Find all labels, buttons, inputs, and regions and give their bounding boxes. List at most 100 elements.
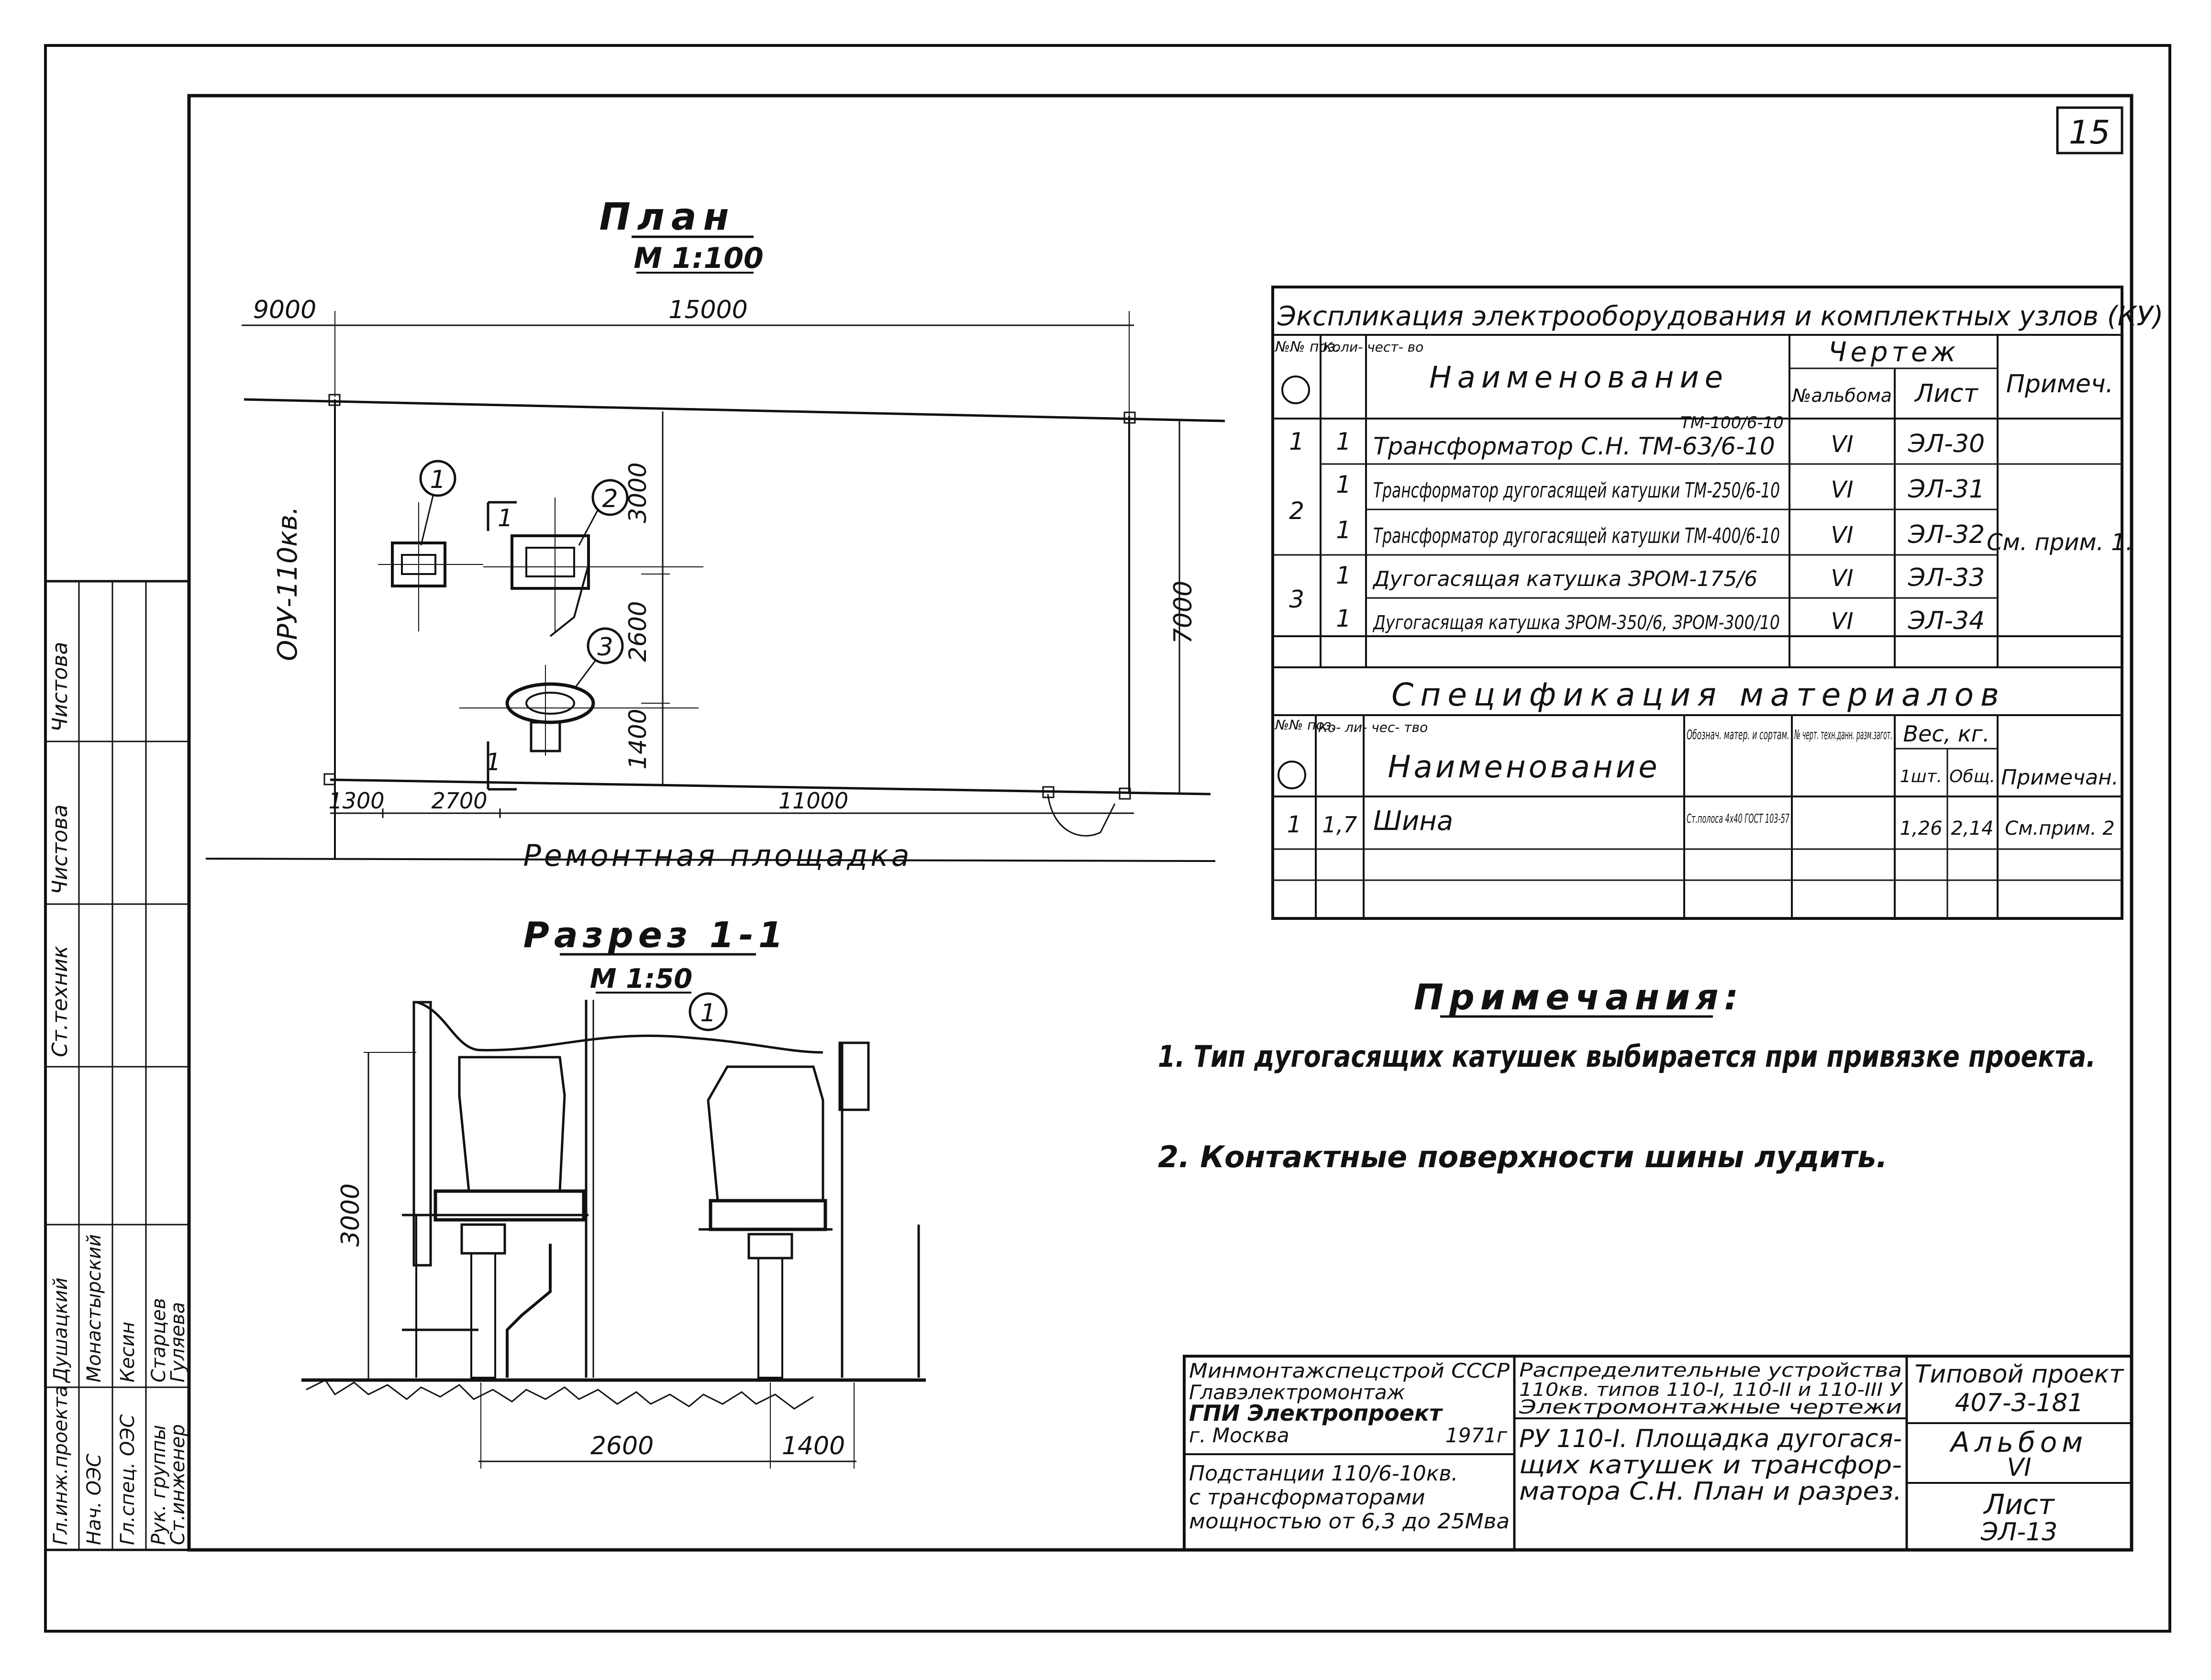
plan-view: План М 1:100 9000 15000 7000 3000 2600 1…	[205, 196, 1225, 873]
callout-3: 3	[597, 633, 613, 662]
section-callout: 1	[700, 999, 716, 1028]
expl-r4-name: Дугогасящая катушка ЗРОМ-350/6, ЗРОМ-300…	[1372, 612, 1780, 634]
stamp-album-label: Альбом	[1949, 1426, 2088, 1459]
stamp-subject-0: Подстанции 110/6-10кв.	[1189, 1461, 1458, 1486]
spec-h-total: Общ.	[1949, 767, 1995, 786]
expl-r2-sheet: ЭЛ-32	[1908, 520, 1985, 549]
side-col-0: Ст.техник	[48, 946, 72, 1057]
expl-r0-pos: 1	[1289, 428, 1304, 455]
section-mark-top: 1	[498, 504, 513, 532]
side-role-3: Рук. группы	[148, 1425, 170, 1545]
stamp-org-1: Главэлектромонтаж	[1189, 1381, 1405, 1404]
expl-r0-name: Трансформатор С.Н. ТМ-63/6-10	[1373, 432, 1775, 460]
spec-h-note: Примечан.	[2001, 765, 2119, 790]
expl-h-pos: №№ поз.	[1274, 339, 1340, 355]
spec-r0-note: См.прим. 2	[2005, 818, 2114, 840]
section-dim-3000: 3000	[336, 1183, 365, 1247]
side-name-2: Кесин	[117, 1322, 139, 1382]
expl-r4-sheet: ЭЛ-34	[1908, 607, 1985, 635]
spec-h-qty: Ко- ли- чес- тво	[1318, 719, 1428, 735]
expl-h-album: №альбома	[1791, 385, 1892, 406]
expl-r3-sheet: ЭЛ-33	[1908, 564, 1985, 592]
expl-h-drawing: Чертеж	[1828, 337, 1959, 368]
oru-label: ОРУ-110кв.	[272, 506, 303, 661]
stamp-sheet-title-1: щих катушек и трансфор-	[1519, 1451, 1902, 1480]
side-stamp: Гл.инж.проекта Нач. ОЭС Гл.спец. ОЭС Рук…	[44, 580, 190, 1551]
expl-r3-qty: 1	[1336, 562, 1351, 589]
expl-h-sheet: Лист	[1914, 379, 1978, 408]
stamp-work-1: 110кв. типов 110-I, 110-II и 110-III У	[1519, 1379, 1903, 1400]
stamp-work-2: Электромонтажные чертежи	[1519, 1396, 1902, 1418]
spec-r0-pos: 1	[1287, 811, 1302, 838]
dim-2600: 2600	[624, 601, 652, 662]
stamp-sheet-label: Лист	[1983, 1488, 2055, 1521]
expl-r4-album: VI	[1831, 608, 1854, 635]
dim-9000: 9000	[253, 296, 316, 324]
spec-r0-total: 2,14	[1951, 818, 1993, 840]
stamp-sheet-no: ЭЛ-13	[1980, 1518, 2057, 1547]
expl-r1-name: Трансформатор дугогасящей катушки ТМ-250…	[1373, 478, 1780, 503]
note-1: 1. Тип дугогасящих катушек выбирается пр…	[1158, 1039, 2096, 1074]
callout-1: 1	[430, 465, 445, 494]
section-title: Разрез 1-1	[523, 915, 788, 956]
expl-r3-name: Дугогасящая катушка ЗРОМ-175/6	[1372, 567, 1757, 591]
section-scale: М 1:50	[590, 963, 693, 995]
section-dim-2600: 2600	[590, 1432, 654, 1460]
plan-scale: М 1:100	[633, 242, 764, 275]
explication-table: Экспликация электрооборудования и компле…	[1271, 286, 2163, 920]
stamp-subject-1: с трансформаторами	[1189, 1485, 1425, 1510]
title-block: Минмонтажспецстрой СССР Главэлектромонта…	[1183, 1355, 2133, 1551]
side-name-0: Душацкий	[50, 1278, 72, 1383]
spec-title: Спецификация материалов	[1391, 676, 2006, 713]
expl-h-qty: Коли- чест- во	[1323, 339, 1423, 355]
expl-r2-name: Трансформатор дугогасящей катушки ТМ-400…	[1373, 524, 1780, 548]
dim-1400: 1400	[624, 708, 652, 769]
sheet-number-box	[2056, 106, 2123, 155]
section-dim-1400: 1400	[782, 1432, 845, 1460]
expl-r1-sheet: ЭЛ-31	[1908, 475, 1985, 504]
stamp-org-3: г. Москва	[1189, 1424, 1289, 1447]
stamp-year: 1971г	[1445, 1424, 1508, 1447]
expl-r0-qty: 1	[1336, 428, 1351, 455]
expl-r0-album: VI	[1831, 431, 1854, 458]
side-name-3: Старцев	[148, 1298, 170, 1382]
expl-r1-qty: 1	[1336, 471, 1351, 498]
stamp-work-0: Распределительные устройства	[1519, 1359, 1902, 1382]
stamp-org-2: ГПИ Электропроект	[1189, 1400, 1443, 1426]
spec-h-unit: 1шт.	[1900, 767, 1942, 786]
spec-h-pos: №№ поз.	[1274, 717, 1335, 733]
explication-title: Экспликация электрооборудования и компле…	[1277, 301, 2163, 332]
expl-r1-pos: 2	[1289, 497, 1304, 525]
dim-11000: 11000	[778, 788, 848, 814]
side-col-1: Чистова	[48, 805, 72, 895]
side-role-2: Гл.спец. ОЭС	[117, 1415, 139, 1545]
notes: Примечания: 1. Тип дугогасящих катушек в…	[1158, 977, 2096, 1174]
spec-h-designation: Обознач. матер. и сортам.	[1687, 727, 1789, 742]
dim-1300: 1300	[328, 788, 384, 814]
expl-r3-pos: 3	[1289, 586, 1304, 613]
stamp-subject-2: мощностью от 6,3 до 25Мва	[1189, 1509, 1510, 1534]
section-view: Разрез 1-1 М 1:50 1 300	[301, 915, 926, 1469]
side-col-2: Чистова	[48, 642, 72, 732]
spec-h-drawing-no: № черт. техн.данн. разм.загот.	[1794, 727, 1892, 742]
stamp-project-no: 407-3-181	[1955, 1389, 2083, 1417]
stamp-org-0: Минмонтажспецстрой СССР	[1189, 1359, 1510, 1382]
callout-2: 2	[602, 485, 618, 513]
dim-15000: 15000	[668, 296, 747, 324]
side-name-1: Монастырский	[83, 1234, 105, 1382]
spec-h-weight: Вес, кг.	[1903, 721, 1990, 747]
side-role-4: Ст.инженер	[167, 1424, 189, 1545]
expl-r1-album: VI	[1831, 476, 1854, 503]
expl-r0-name-top: ТМ-100/6-10	[1680, 413, 1784, 432]
expl-note: См. прим. 1.	[1987, 529, 2133, 556]
expl-r2-qty: 1	[1336, 516, 1351, 544]
side-role-0: Гл.инж.проекта	[50, 1385, 72, 1545]
expl-r4-qty: 1	[1336, 605, 1351, 632]
side-name-4: Гуляева	[167, 1302, 189, 1382]
spec-r0-designation: Ст.полоса 4х40 ГОСТ 103-57	[1687, 812, 1789, 826]
spec-r0-qty: 1,7	[1322, 812, 1357, 838]
stamp-project-label: Типовой проект	[1915, 1360, 2124, 1389]
sheet-number: 15	[2069, 114, 2111, 152]
stamp-sheet-title-2: матора С.Н. План и разрез.	[1519, 1477, 1902, 1506]
